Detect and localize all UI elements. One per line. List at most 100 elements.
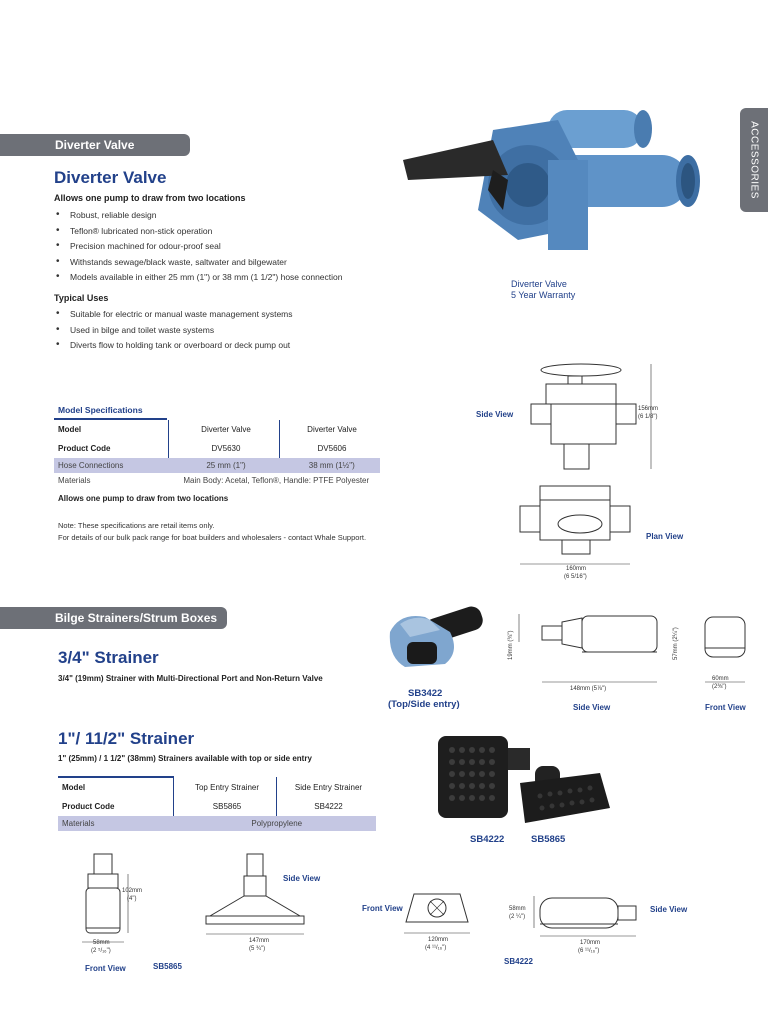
sb3422-side-view-label: Side View [573,703,611,712]
strainers-section-bar-label: Bilge Strainers/Strum Boxes [55,611,218,625]
large-strainer-title: 1"/ 11/2" Strainer [58,729,195,748]
accessories-tab: ACCESSORIES [740,108,768,212]
large-strainer-subtitle: 1" (25mm) / 1 1/2" (38mm) Strainers avai… [58,754,312,763]
sb3422-dim-width-in: (2⅜") [712,684,727,690]
sb3422-dim-height: 19mm (¾") [508,630,514,660]
small-strainer-title: 3/4" Strainer [58,648,159,667]
diverter-features: Robust, reliable design Teflon® lubricat… [54,209,394,288]
spec-cell: DV5630 [168,439,280,458]
spec-cell: Hose Connections [54,458,169,473]
spec-cell: Materials [58,816,174,831]
sb5865-code-label: SB5865 [153,962,182,971]
feature-item: Withstands sewage/black waste, saltwater… [54,256,394,273]
sb3422-dim-length: 148mm (5⅞") [570,686,607,692]
sb4222-side-view-drawing [533,896,637,937]
sb4222-front-view-label: Front View [362,904,403,913]
spec-cell: Polypropylene [173,816,376,831]
diverter-dim-width: 160mm [566,566,587,572]
sb4222-front-view-drawing [404,893,470,934]
spec-title-rule [54,418,167,420]
table-row: Model Diverter Valve Diverter Valve [54,420,380,439]
large-strainers-photo [438,736,610,823]
spec-cell: DV5606 [317,444,347,453]
diverter-subtitle: Allows one pump to draw from two locatio… [54,193,246,203]
sb5865-dim-height: 102mm [122,888,143,894]
diverter-dim-width-in: (6 5/16") [564,574,587,580]
use-item: Suitable for electric or manual waste ma… [54,308,394,325]
bulk-note: For details of our bulk pack range for b… [58,533,367,542]
photo-code-sb4222: SB4222 [470,834,505,845]
feature-item: Models available in either 25 mm (1") or… [54,271,394,288]
spec-title: Model Specifications [58,405,143,415]
small-strainer-subtitle: 3/4" (19mm) Strainer with Multi-Directio… [58,674,323,683]
sb4222-side-view-label: Side View [650,905,688,914]
diverter-dim-height: 156mm [638,406,659,412]
diverter-dim-height-in: (6 1/8") [638,414,658,420]
uses-list: Suitable for electric or manual waste ma… [54,308,394,356]
sb3422-code: SB3422 [408,688,443,699]
table-row: Model Top Entry Strainer Side Entry Stra… [58,776,376,797]
photo-code-sb5865: SB5865 [531,834,566,845]
table-row: Product Code SB5865 SB4222 [58,797,376,816]
sb4222-dim-front-width: 120mm [428,937,449,943]
sb3422-dim-width: 60mm [712,676,729,682]
sb5865-side-view-drawing [205,853,305,935]
sb4222-code-label: SB4222 [504,957,533,966]
sb5865-dim-side-width: 147mm [249,938,270,944]
sb4222-dim-front-width-in: (4 ¹¹/₁₆") [425,945,447,951]
use-item: Diverts flow to holding tank or overboar… [54,339,394,356]
diverter-side-view-label: Side View [476,410,514,419]
feature-item: Robust, reliable design [54,209,394,226]
spec-note: Allows one pump to draw from two locatio… [58,494,229,503]
diverter-section-bar: Diverter Valve [0,134,190,156]
table-row: Materials Main Body: Acetal, Teflon®, Ha… [54,473,380,488]
feature-item: Precision machined for odour-proof seal [54,240,394,257]
spec-cell: Main Body: Acetal, Teflon®, Handle: PTFE… [183,476,370,485]
diverter-plan-view-label: Plan View [646,532,684,541]
diverter-spec-table: Model Diverter Valve Diverter Valve Prod… [54,420,380,488]
strainers-section-bar: Bilge Strainers/Strum Boxes [0,607,227,629]
diverter-title: Diverter Valve [54,168,167,187]
spec-cell: Product Code [58,797,174,816]
sb3422-photo [389,606,483,667]
spec-cell: SB4222 [314,802,343,811]
spec-cell: Model [54,420,169,439]
spec-cell: Diverter Valve [307,425,357,434]
diverter-plan-view-drawing [519,485,631,565]
strainer-spec-table: Model Top Entry Strainer Side Entry Stra… [58,776,376,831]
diverter-section-bar-label: Diverter Valve [55,138,135,152]
sb3422-front-view-label: Front View [705,703,746,712]
uses-title: Typical Uses [54,293,109,303]
diverter-photo-caption: Diverter Valve [511,279,567,289]
sb4222-dim-side-width-in: (6 ¹¹/₁₆") [578,948,600,954]
sb4222-dim-side-width: 170mm [580,940,601,946]
table-row: Product Code DV5630 DV5606 [54,439,380,458]
sb3422-entry: (Top/Side entry) [388,699,460,710]
spec-cell: Materials [58,476,91,485]
spec-cell: Product Code [54,439,169,458]
feature-item: Teflon® lubricated non-stick operation [54,225,394,242]
sb3422-side-view-drawing [518,614,658,683]
spec-cell: 38 mm (1½") [279,458,380,473]
spec-cell: Top Entry Strainer [173,777,277,797]
retail-note: Note: These specifications are retail it… [58,521,215,530]
sb3422-dim-height-2: 57mm (2¼") [673,627,679,660]
sb5865-dim-width: 58mm [93,940,110,946]
table-row: Materials Polypropylene [58,816,376,831]
spec-cell: Model [58,776,174,797]
sb4222-dim-height-in: (2 ¼") [509,914,526,920]
diverter-warranty: 5 Year Warranty [511,290,576,300]
sb5865-side-view-label: Side View [283,874,321,883]
sb4222-dim-height: 58mm [509,906,526,912]
table-row: Hose Connections 25 mm (1") 38 mm (1½") [54,458,380,473]
diverter-side-view-drawing [530,363,652,470]
sb5865-dim-width-in: (2 ⁵/₁₆") [91,948,111,954]
use-item: Used in bilge and toilet waste systems [54,324,394,341]
spec-cell: Side Entry Strainer [294,782,363,792]
accessories-tab-label: ACCESSORIES [748,121,760,199]
sb5865-front-view-label: Front View [85,964,126,973]
spec-cell: Diverter Valve [168,420,280,439]
diverter-valve-photo [403,110,700,250]
sb5865-dim-side-width-in: (5 ¾") [249,946,266,952]
spec-cell: 25 mm (1") [168,458,280,473]
